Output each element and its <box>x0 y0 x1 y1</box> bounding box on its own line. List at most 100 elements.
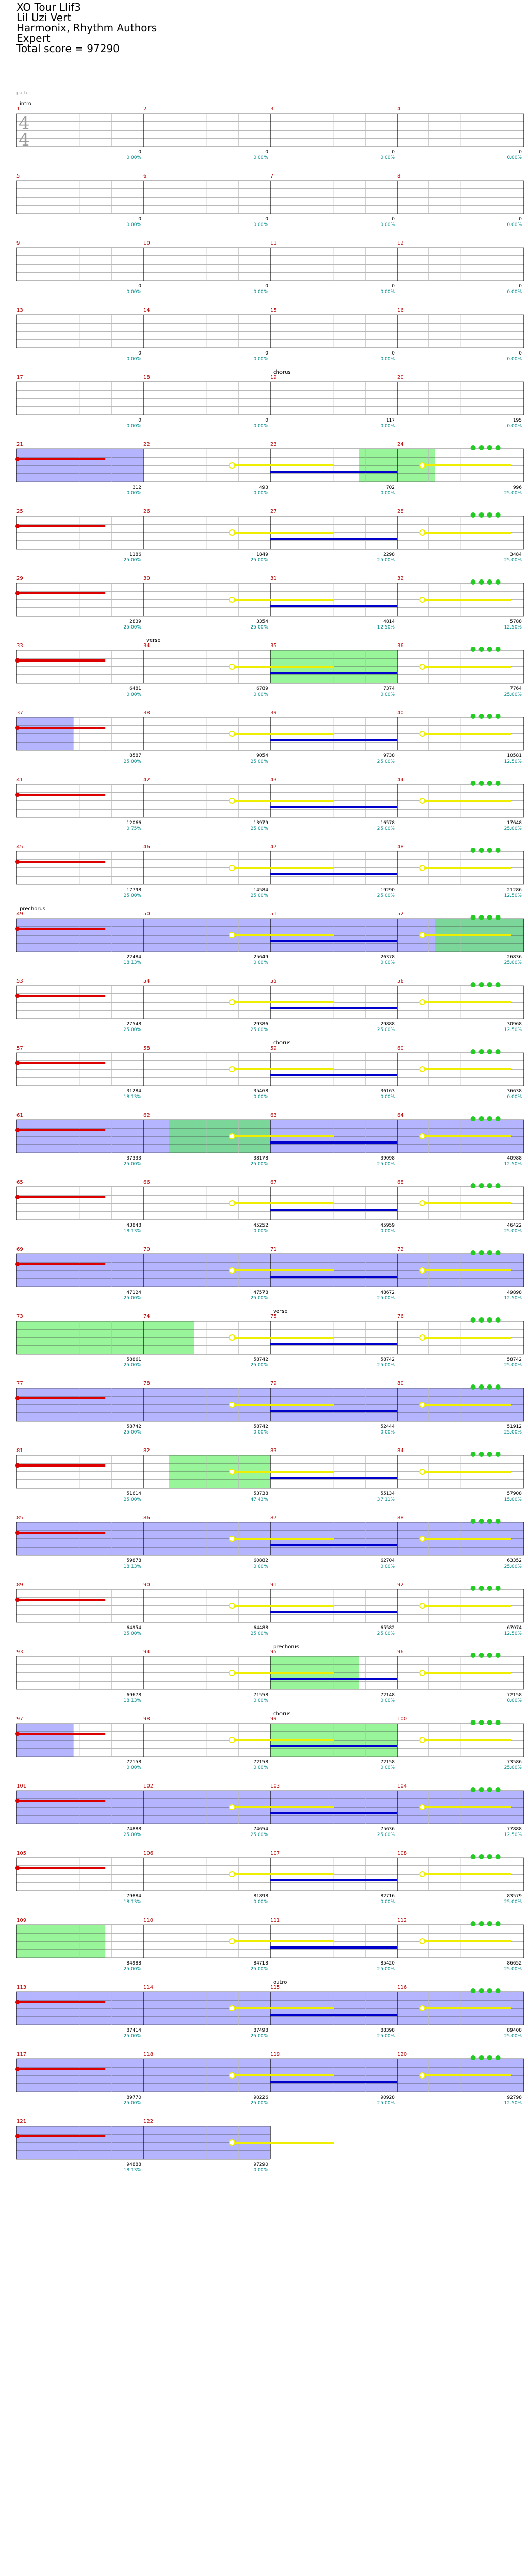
measure-percent: 0.00% <box>253 1765 268 1770</box>
note-yellow <box>229 664 236 670</box>
song-artist: Lil Uzi Vert <box>16 11 72 24</box>
measure-row <box>15 1519 524 1556</box>
note-green <box>495 1183 501 1188</box>
measure-percent: 0.00% <box>380 1430 395 1435</box>
note-red <box>15 927 20 931</box>
measure-number: 31 <box>270 576 277 582</box>
measure-score: 0 <box>138 418 141 423</box>
measure-row <box>16 314 524 348</box>
measure-number: 42 <box>143 777 150 783</box>
measure-score: 0 <box>265 150 268 155</box>
note-yellow <box>419 1469 426 1475</box>
note-yellow <box>419 1402 426 1408</box>
measure-score: 67074 <box>507 1625 522 1631</box>
measure-row <box>15 714 524 751</box>
note-yellow <box>229 462 236 469</box>
measure-percent: 12.50% <box>504 1296 522 1301</box>
measure-number: 111 <box>270 1918 280 1923</box>
measure-percent: 18.13% <box>124 1229 142 1234</box>
measure-score: 27548 <box>126 1022 141 1027</box>
note-green <box>470 1988 476 1993</box>
song-charter: Harmonix, Rhythm Authors <box>16 22 157 34</box>
note-red <box>15 2134 20 2138</box>
measure-score: 89770 <box>126 2095 141 2100</box>
measure-score: 90928 <box>380 2095 395 2100</box>
note-yellow <box>419 865 426 871</box>
note-green <box>487 1183 492 1188</box>
measure-percent: 12.50% <box>504 1027 522 1033</box>
measure-percent: 0.00% <box>253 2168 268 2173</box>
measure-percent: 0.00% <box>253 1229 268 1234</box>
measure-row <box>15 1049 524 1086</box>
note-yellow <box>229 529 236 536</box>
note-green <box>495 915 501 920</box>
measure-number: 108 <box>397 1850 407 1856</box>
measure-percent: 0.00% <box>253 289 268 295</box>
note-yellow <box>229 1670 236 1676</box>
note-green <box>478 1183 484 1188</box>
measure-percent: 0.00% <box>380 357 395 362</box>
measure-row <box>16 1317 524 1355</box>
measure-score: 22484 <box>126 955 141 960</box>
note-green <box>495 781 501 786</box>
measure-percent: 0.00% <box>380 1094 395 1100</box>
measure-number: 88 <box>397 1515 404 1521</box>
measure-score: 58742 <box>126 1424 141 1429</box>
measure-score: 6481 <box>129 686 141 691</box>
measure-number: 20 <box>397 375 404 380</box>
measure-number: 85 <box>16 1515 23 1521</box>
measure-number: 76 <box>397 1314 404 1319</box>
measure-number: 117 <box>16 2052 26 2057</box>
measure-number: 75 <box>270 1314 277 1319</box>
note-green <box>470 512 476 518</box>
measure-row <box>16 180 524 214</box>
measure-score: 0 <box>392 217 395 222</box>
note-green <box>487 1720 492 1725</box>
measure-percent: 25.00% <box>377 2034 395 2039</box>
note-green <box>478 1988 484 1993</box>
note-green <box>495 1854 501 1859</box>
measure-score: 57908 <box>507 1491 522 1496</box>
measure-number: 74 <box>143 1314 150 1319</box>
note-green <box>487 1787 492 1792</box>
note-green <box>470 848 476 853</box>
note-green <box>495 1452 501 1457</box>
section-label: prechorus <box>273 1644 299 1650</box>
note-green <box>470 1384 476 1390</box>
note-green <box>487 848 492 853</box>
measure-row <box>15 1787 524 1824</box>
measure-row <box>15 781 524 818</box>
measure-percent: 12.50% <box>504 893 522 898</box>
measure-number: 109 <box>16 1918 26 1923</box>
measure-score: 8587 <box>129 753 141 759</box>
note-green <box>487 1049 492 1054</box>
measure-number: 72 <box>397 1247 404 1252</box>
note-yellow <box>419 1603 426 1609</box>
section-label: outro <box>273 1979 287 1985</box>
measure-percent: 0.00% <box>507 1094 522 1100</box>
note-green <box>495 647 501 652</box>
measure-score: 58861 <box>126 1357 141 1362</box>
measure-row <box>15 982 524 1019</box>
measure-score: 0 <box>138 284 141 289</box>
note-green <box>478 982 484 987</box>
measure-percent: 0.00% <box>253 1564 268 1569</box>
measure-score: 0 <box>392 150 395 155</box>
measure-score: 0 <box>265 418 268 423</box>
note-yellow <box>229 2139 236 2146</box>
measure-percent: 25.00% <box>377 1363 395 1368</box>
note-green <box>487 647 492 652</box>
measure-percent: 0.00% <box>126 222 141 228</box>
measure-score: 29888 <box>380 1022 395 1027</box>
measure-number: 52 <box>397 911 404 917</box>
measure-percent: 0.00% <box>253 960 268 965</box>
measure-percent: 25.00% <box>504 1430 522 1435</box>
measure-number: 44 <box>397 777 404 783</box>
measure-percent: 25.00% <box>251 893 269 898</box>
note-green <box>478 1854 484 1859</box>
note-green <box>470 1452 476 1457</box>
measure-score: 3354 <box>256 619 268 624</box>
measure-score: 702 <box>386 485 395 490</box>
note-yellow <box>229 2005 236 2011</box>
